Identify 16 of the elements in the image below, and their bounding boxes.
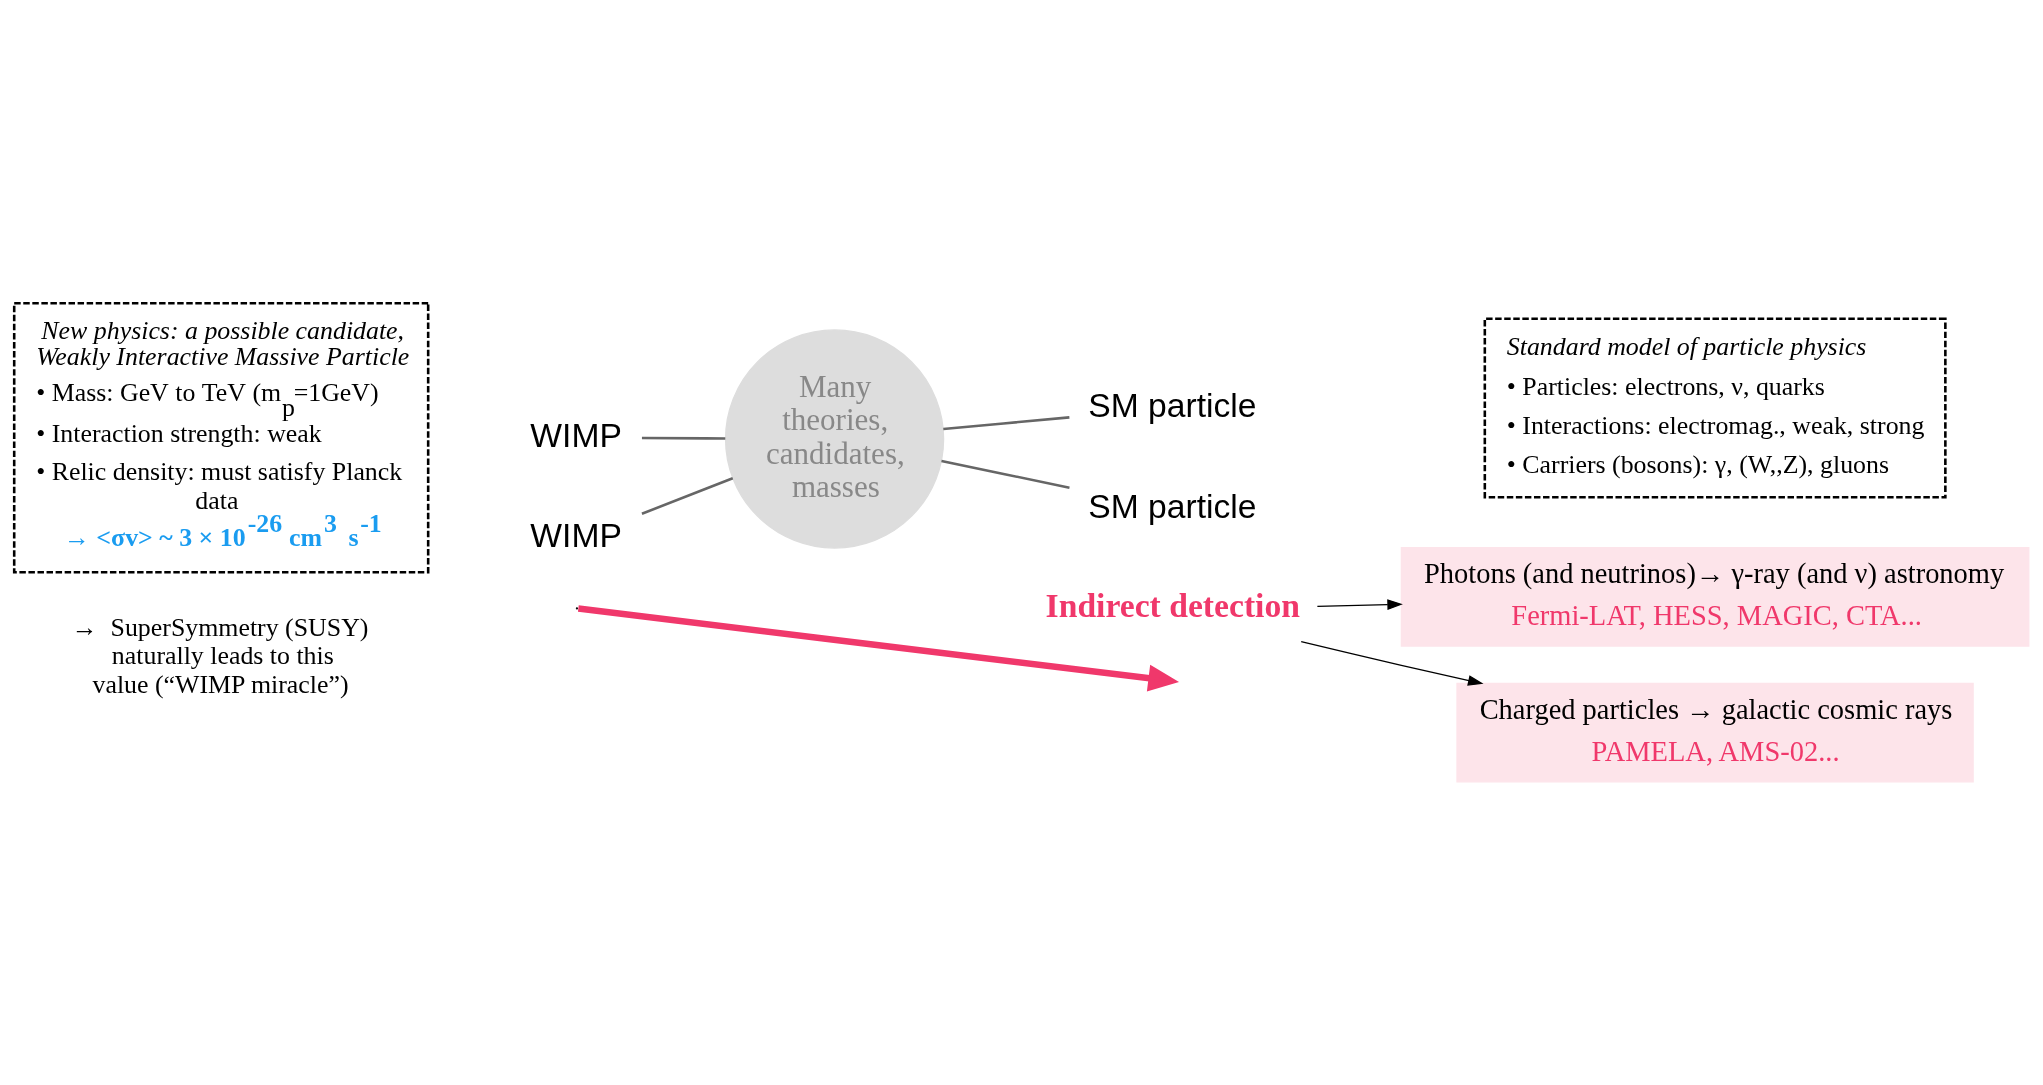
node-box: Standard model of particle physics • Particles: electrons, ν, quarks • Interactions: electromag., weak, strong • Carriers (bosons): γ, (W,,Z), gluons bbox=[1483, 317, 1947, 499]
connector bbox=[943, 416, 1070, 431]
node-box: Photons (and neutrinos)→ γ-ray (and ν) astronomy Fermi-LAT, HESS, MAGIC, CTA... bbox=[1400, 547, 2030, 647]
connector bbox=[641, 436, 726, 440]
node-box: Charged particles → galactic cosmic rays PAMELA, AMS-02... bbox=[1456, 682, 1974, 783]
connector bbox=[941, 459, 1070, 489]
node-text: WIMP bbox=[530, 416, 622, 454]
connector bbox=[641, 477, 734, 515]
node-text: WIMP bbox=[530, 517, 622, 555]
node-text: Indirect detection bbox=[1045, 587, 1300, 625]
arrow bbox=[1316, 599, 1403, 611]
node-label: → SuperSymmetry (SUSY) naturally leads to this value (“WIMP miracle”) bbox=[71, 612, 369, 699]
arrow bbox=[1300, 640, 1484, 686]
node-text: SM particle bbox=[1088, 487, 1257, 525]
node-circle: Many theories, candidates, masses bbox=[724, 329, 945, 549]
node-text: SM particle bbox=[1088, 386, 1257, 424]
